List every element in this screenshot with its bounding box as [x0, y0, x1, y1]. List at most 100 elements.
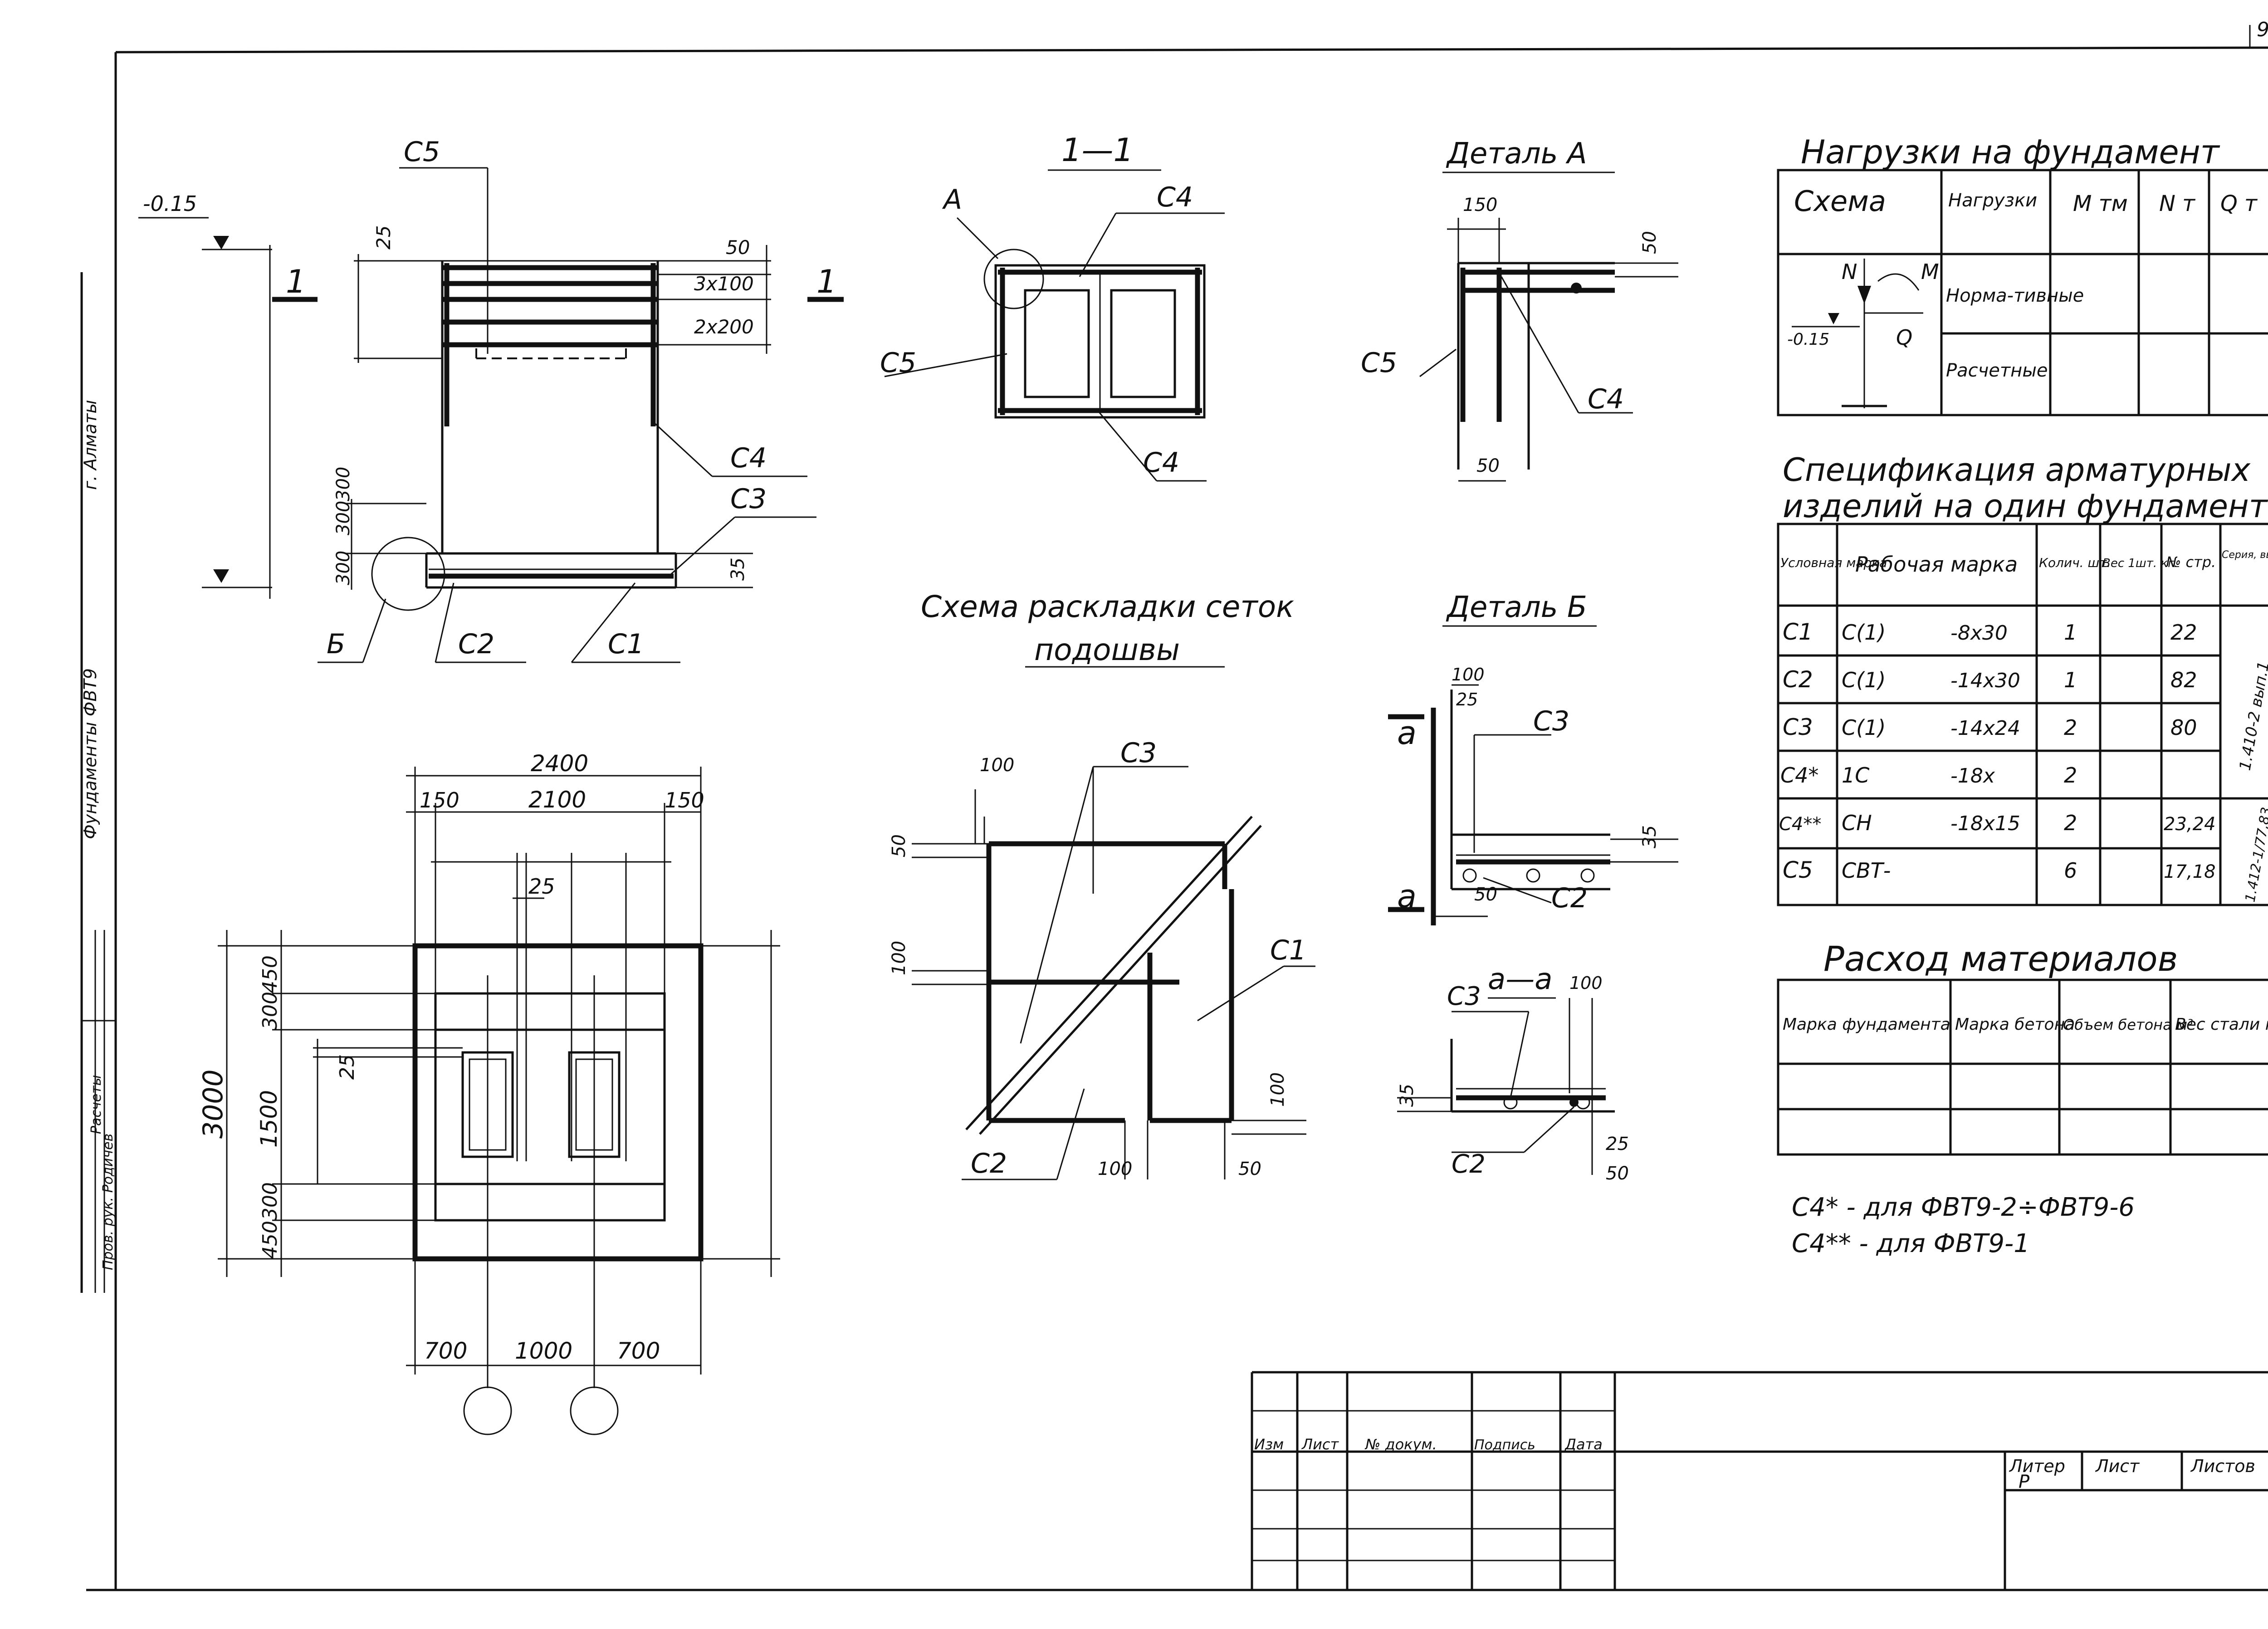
elev-dim-300c: 300 [333, 551, 354, 585]
elev-label-c3: С3 [730, 483, 767, 515]
section-a-a-view [1397, 997, 1615, 1175]
plan-dim-25-top: 25 [528, 874, 555, 899]
detail-a-dim-50-right: 50 [1639, 231, 1660, 254]
loads-scheme-m: M [1921, 259, 1939, 284]
margin-line2: Расчеты [88, 1075, 104, 1134]
sec11-label-c4-top: С4 [1157, 181, 1193, 213]
elev-label-c4: С4 [730, 442, 767, 474]
spec-r6-work: СВТ- [1842, 858, 1891, 883]
detail-b-title: Деталь Б [1446, 591, 1587, 624]
plan-dim-700-left: 700 [424, 1338, 467, 1364]
spec-title-line1: Спецификация арматурных [1783, 451, 2251, 489]
tb-h-sheets: Листов [2190, 1456, 2255, 1476]
tb-h-doc: № докум. [1364, 1436, 1437, 1453]
plan-dim-2100: 2100 [528, 787, 586, 813]
spec-r4-cond: С4* [1780, 763, 1818, 788]
tb-h-sign: Подпись [1474, 1437, 1535, 1453]
tb-h-date: Дата [1564, 1436, 1603, 1453]
plan-dim-450-bottom: 450 [259, 1221, 282, 1259]
mesh-layout-view [912, 666, 1315, 1180]
margin-city: г. Алматы [80, 400, 100, 490]
spec-r2-page: 82 [2170, 668, 2197, 692]
sec-aa-label-c2: С2 [1452, 1150, 1486, 1179]
sec11-label-a: А [942, 184, 962, 215]
elev-dim-3x100: 3x100 [694, 273, 754, 295]
loads-table [1777, 169, 2268, 416]
note-c4-double-star: С4** - для ФВТ9-1 [1792, 1229, 2030, 1258]
spec-r6-qty: 6 [2064, 858, 2077, 883]
section-1-1-view [884, 169, 1225, 482]
mesh-label-c1: С1 [1270, 934, 1306, 966]
spec-r5-cond: С4** [1779, 814, 1821, 835]
margin-line3: Пров. рук. Родичев [100, 1134, 116, 1270]
detail-b-dim-35: 35 [1639, 825, 1660, 848]
spec-r3-cond: С3 [1783, 714, 1813, 740]
spec-h-series: Серия, выпуск [2222, 549, 2268, 561]
title-block [1251, 1371, 2268, 1590]
tb-h-sheet: Лист [2095, 1456, 2140, 1476]
sec11-label-c4-bottom: С4 [1143, 447, 1179, 479]
page-number: 96 [2257, 18, 2268, 41]
materials-table [1777, 978, 2268, 1156]
plan-dim-150-right: 150 [665, 788, 704, 812]
loads-title: Нагрузки на фундамент [1801, 133, 2220, 171]
mesh-label-c2: С2 [971, 1148, 1007, 1179]
elev-level-mark: -0.15 [143, 191, 197, 216]
spec-r1-qty: 1 [2064, 620, 2077, 645]
materials-title: Расход материалов [1823, 939, 2178, 979]
spec-r5-qty: 2 [2064, 811, 2077, 835]
spec-r6-page: 17,18 [2164, 861, 2216, 882]
spec-r5-size: -18х15 [1950, 812, 2020, 835]
loads-h-m: М тм [2073, 191, 2128, 216]
spec-r3-qty: 2 [2064, 715, 2077, 740]
mesh-label-c3: С3 [1120, 737, 1157, 769]
detail-a-title: Деталь А [1446, 137, 1587, 171]
loads-scheme-level: -0.15 [1787, 330, 1829, 349]
loads-scheme-q: Q [1896, 325, 1912, 350]
spec-r1-work: С(1) [1842, 620, 1886, 645]
sec-aa-dim-35: 35 [1397, 1084, 1418, 1107]
plan-view [218, 767, 780, 1435]
mesh-dim-100-right: 100 [1267, 1072, 1288, 1107]
elev-dim-50: 50 [726, 236, 750, 259]
detail-b-label-c3: С3 [1533, 705, 1569, 737]
elev-section-mark-right: 1 [816, 263, 837, 300]
tb-h-izm: Изм [1254, 1436, 1284, 1453]
elev-label-b: Б [327, 628, 345, 660]
plan-dim-3000: 3000 [197, 1069, 229, 1139]
sec-aa-dim-50: 50 [1606, 1163, 1629, 1184]
section-1-1-title: 1—1 [1061, 132, 1134, 169]
spec-r5-work: СН [1842, 811, 1872, 835]
margin-line1: Фундаменты ФВТ9 [80, 668, 100, 839]
spec-r3-work: С(1) [1842, 715, 1886, 740]
spec-r3-page: 80 [2170, 715, 2197, 740]
loads-h-n: N т [2159, 191, 2196, 216]
plan-dim-25-left: 25 [336, 1054, 359, 1080]
plan-dim-700-right: 700 [617, 1338, 660, 1364]
tb-liter-value: Р [2019, 1472, 2030, 1492]
spec-r4-size: -18х [1950, 764, 1995, 788]
detail-a-view [1419, 171, 1678, 482]
elev-dim-35: 35 [728, 558, 748, 581]
spec-r1-cond: С1 [1783, 619, 1813, 645]
section-a-a-title: а—а [1488, 963, 1552, 996]
elev-label-c1: С1 [608, 628, 644, 660]
mat-h-steel: Вес стали кг [2175, 1015, 2268, 1034]
loads-row-normative: Норма-тивные [1946, 285, 2084, 306]
spec-r2-cond: С2 [1783, 666, 1813, 693]
spec-h-work: Рабочая марка [1855, 552, 2018, 577]
detail-a-label-c4: С4 [1588, 383, 1624, 415]
loads-scheme-n: N [1842, 259, 1857, 284]
sec-aa-dim-100: 100 [1569, 973, 1603, 993]
spec-r5-page: 23,24 [2164, 814, 2216, 835]
loads-h-scheme: Схема [1794, 185, 1886, 218]
detail-b-view [1388, 625, 1678, 925]
sheet-frame [86, 25, 2268, 1591]
plan-dim-1500: 1500 [256, 1090, 282, 1148]
elev-section-mark-left: 1 [286, 263, 306, 300]
detail-b-dim-25: 25 [1456, 690, 1478, 709]
note-c4-star: С4* - для ФВТ9-2÷ФВТ9-6 [1792, 1193, 2135, 1222]
plan-dim-450-top: 450 [259, 955, 282, 993]
tb-h-list: Лист [1301, 1436, 1339, 1453]
plan-dim-1000: 1000 [515, 1338, 572, 1364]
